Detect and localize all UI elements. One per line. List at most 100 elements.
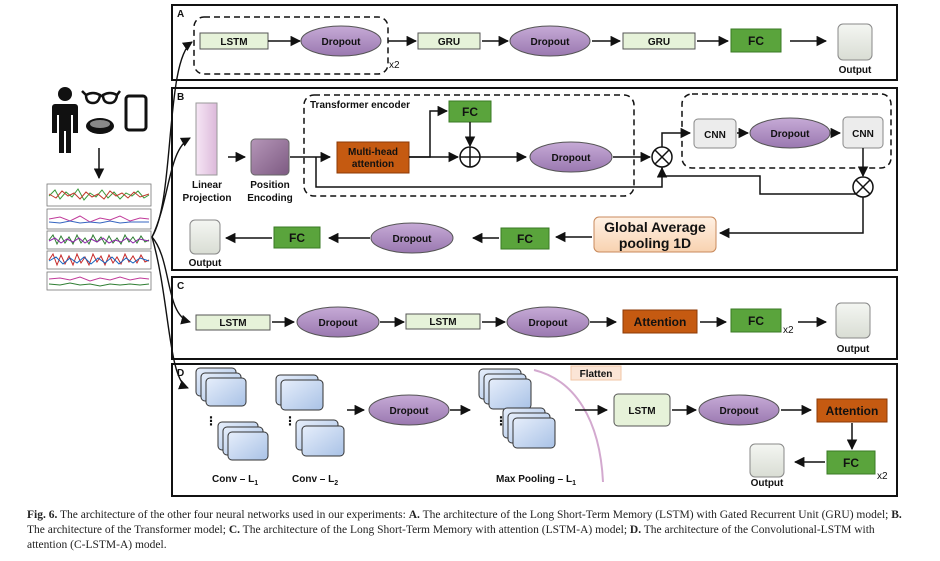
a-dropout-1: Dropout	[300, 25, 382, 57]
svg-text:Multi-head: Multi-head	[348, 147, 398, 158]
svg-text:pooling 1D: pooling 1D	[619, 235, 691, 251]
svg-text:Dropout: Dropout	[319, 318, 359, 329]
c-dropout-1: Dropout	[296, 306, 380, 338]
svg-text:⋮: ⋮	[205, 414, 217, 428]
a-gru-2: GRU	[622, 32, 696, 50]
svg-text:GRU: GRU	[438, 37, 460, 48]
d-max-pooling-stack: ⋮	[478, 368, 556, 449]
b-fc-3: FC	[273, 226, 321, 249]
sensor-signals	[46, 183, 152, 291]
svg-text:CNN: CNN	[852, 129, 874, 140]
svg-text:FC: FC	[748, 314, 764, 328]
b-cnn-2: CNN	[842, 116, 884, 149]
b-add-icon	[459, 146, 481, 168]
svg-text:LSTM: LSTM	[628, 406, 655, 417]
svg-text:Encoding: Encoding	[247, 193, 293, 204]
svg-text:Dropout: Dropout	[720, 406, 760, 417]
caption-b-text: The architecture of the Transformer mode…	[27, 524, 229, 536]
d-lstm: LSTM	[613, 393, 671, 427]
b-fc-2: FC	[500, 227, 550, 250]
svg-text:Output: Output	[839, 65, 872, 76]
d-conv-l2-stack: ⋮	[275, 374, 345, 457]
glasses-icon	[81, 90, 121, 105]
b-dropout-2: Dropout	[749, 117, 831, 149]
b-output: Output	[189, 219, 222, 269]
svg-text:Dropout: Dropout	[771, 129, 811, 140]
architecture-diagram: A x2 LSTM Dropout GRU Dropout GRU FC Out…	[46, 4, 898, 497]
b-multiply-icon-1	[651, 146, 673, 168]
a-dropout-2: Dropout	[509, 25, 591, 57]
caption-d-label: D.	[629, 524, 642, 536]
svg-text:Output: Output	[189, 258, 222, 269]
svg-text:Output: Output	[837, 344, 870, 355]
c-lstm-1: LSTM	[195, 314, 271, 331]
caption-a-text: The architecture of the Long Short-Term …	[419, 509, 892, 521]
panel-c-label: C	[177, 281, 184, 292]
figure-caption: Fig. 6. The architecture of the other fo…	[27, 508, 917, 553]
panel-a	[171, 4, 898, 81]
d-output: Output	[749, 443, 785, 489]
cnn-group	[681, 93, 892, 169]
caption-a-label: A.	[408, 509, 420, 521]
svg-text:attention: attention	[352, 159, 394, 170]
svg-text:Flatten: Flatten	[580, 369, 613, 380]
svg-text:FC: FC	[843, 456, 859, 470]
b-cnn-1: CNN	[693, 118, 737, 149]
svg-text:Projection: Projection	[183, 193, 232, 204]
svg-text:Dropout: Dropout	[393, 234, 433, 245]
panel-a-repeat-group	[193, 16, 389, 75]
b-global-average-pooling: Global Average pooling 1D	[593, 216, 717, 253]
svg-text:Position: Position	[250, 180, 289, 191]
svg-text:Dropout: Dropout	[531, 37, 571, 48]
b-fc-top: FC	[448, 100, 492, 123]
svg-text:LSTM: LSTM	[429, 317, 456, 328]
c-lstm-2: LSTM	[405, 313, 481, 330]
smartwatch-icon	[86, 118, 114, 134]
svg-text:Attention: Attention	[634, 315, 687, 329]
a-lstm: LSTM	[199, 32, 269, 50]
svg-text:Dropout: Dropout	[552, 153, 592, 164]
transformer-encoder-group	[303, 94, 635, 197]
d-conv-l2-label: Conv – L2	[292, 474, 338, 487]
svg-text:Dropout: Dropout	[390, 406, 430, 417]
svg-text:FC: FC	[517, 232, 533, 246]
caption-d-text: The architecture of the Convolutional-LS…	[27, 524, 875, 551]
svg-text:Global Average: Global Average	[604, 219, 706, 235]
d-max-pooling-label: Max Pooling – L1	[496, 474, 576, 487]
svg-text:GRU: GRU	[648, 37, 670, 48]
caption-fig-number: Fig. 6.	[27, 509, 58, 521]
caption-intro: The architecture of the other four neura…	[57, 509, 409, 521]
svg-text:LSTM: LSTM	[220, 37, 247, 48]
a-gru-1: GRU	[417, 32, 481, 50]
d-flatten: Flatten	[570, 365, 622, 381]
panel-b-label: B	[177, 92, 184, 103]
smartphone-icon	[124, 94, 148, 132]
d-conv-l1-label: Conv – L1	[212, 474, 258, 487]
b-dropout-3: Dropout	[370, 222, 454, 254]
a-fc: FC	[730, 28, 782, 53]
caption-b-label: B.	[891, 509, 902, 521]
b-linear-projection: Linear Projection	[183, 102, 232, 204]
d-x2: x2	[877, 471, 888, 482]
panel-a-x2: x2	[389, 60, 400, 71]
transformer-encoder-label: Transformer encoder	[310, 100, 410, 111]
b-multiply-icon-2	[852, 176, 874, 198]
c-fc: FC	[730, 308, 782, 333]
svg-text:FC: FC	[748, 34, 764, 48]
panel-a-label: A	[177, 9, 184, 20]
c-output: Output	[835, 302, 871, 355]
svg-text:LSTM: LSTM	[219, 318, 246, 329]
d-fc: FC	[826, 450, 876, 475]
svg-text:Attention: Attention	[826, 404, 879, 418]
svg-text:FC: FC	[462, 105, 478, 119]
svg-text:Dropout: Dropout	[322, 37, 362, 48]
caption-c-text: The architecture of the Long Short-Term …	[240, 524, 630, 536]
d-flatten-curve	[533, 369, 604, 483]
d-dropout-1: Dropout	[368, 394, 450, 426]
svg-text:⋮: ⋮	[284, 414, 296, 428]
svg-text:Output: Output	[751, 478, 784, 489]
d-attention: Attention	[816, 398, 888, 423]
panel-d-label: D	[177, 368, 184, 379]
panel-b	[171, 87, 898, 271]
svg-text:FC: FC	[289, 231, 305, 245]
